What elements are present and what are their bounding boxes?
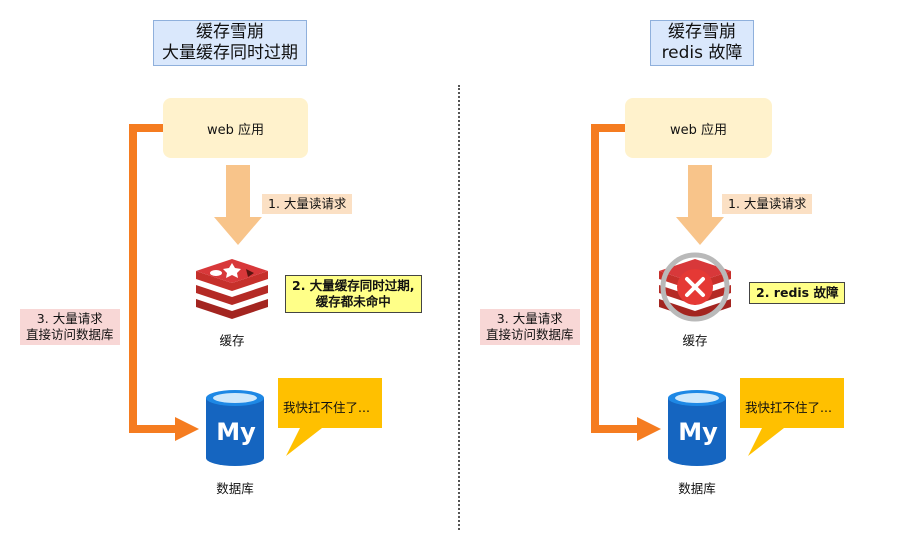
- left-title-line2: 大量缓存同时过期: [162, 43, 298, 63]
- left-bubble-text: 我快扛不住了...: [283, 400, 370, 415]
- left-step3-line2: 直接访问数据库: [26, 327, 114, 342]
- left-step2-label: 2. 大量缓存同时过期, 缓存都未命中: [285, 275, 422, 313]
- left-step3-line1: 3. 大量请求: [36, 311, 103, 326]
- left-web-app-box: web 应用: [163, 98, 308, 158]
- right-web-app-label: web 应用: [669, 122, 727, 138]
- left-step2-line2: 缓存都未命中: [315, 294, 391, 309]
- left-speech-bubble-icon: [278, 378, 382, 456]
- left-db-label: 数据库: [216, 481, 254, 496]
- right-web-app-box: web 应用: [625, 98, 772, 158]
- right-title: 缓存雪崩 redis 故障: [650, 20, 754, 66]
- left-redis-logo-icon: [196, 259, 268, 319]
- left-title: 缓存雪崩 大量缓存同时过期: [153, 20, 307, 66]
- right-bubble-text: 我快扛不住了...: [745, 400, 832, 415]
- right-speech-bubble-icon: [740, 378, 844, 456]
- left-web-app-label: web 应用: [206, 122, 264, 138]
- panel-divider: [458, 85, 460, 530]
- right-step1-label: 1. 大量读请求: [722, 194, 813, 214]
- right-step3-label: 3. 大量请求 直接访问数据库: [480, 309, 580, 345]
- right-title-line2: redis 故障: [661, 43, 743, 63]
- right-title-line1: 缓存雪崩: [668, 22, 736, 42]
- left-title-line1: 缓存雪崩: [196, 22, 264, 42]
- left-step1-label: 1. 大量读请求: [262, 194, 353, 214]
- left-read-request-arrow: [214, 165, 262, 245]
- left-db-logo-text: My: [216, 418, 256, 446]
- right-step3-line1: 3. 大量请求: [496, 311, 563, 326]
- right-db-logo-text: My: [678, 418, 718, 446]
- right-db-flow-arrow: [591, 124, 661, 441]
- right-step3-line2: 直接访问数据库: [486, 327, 574, 342]
- right-read-request-arrow: [676, 165, 724, 245]
- left-step3-label: 3. 大量请求 直接访问数据库: [20, 309, 120, 345]
- left-mysql-database-icon: [206, 390, 264, 466]
- left-cache-label: 缓存: [219, 333, 245, 348]
- right-db-label: 数据库: [678, 481, 716, 496]
- left-step2-line1: 2. 大量缓存同时过期,: [292, 278, 415, 293]
- right-cache-label: 缓存: [682, 333, 708, 348]
- left-db-flow-arrow: [129, 124, 199, 441]
- right-mysql-database-icon: [668, 390, 726, 466]
- right-redis-error-icon: [660, 252, 730, 322]
- right-step2-label: 2. redis 故障: [749, 282, 846, 304]
